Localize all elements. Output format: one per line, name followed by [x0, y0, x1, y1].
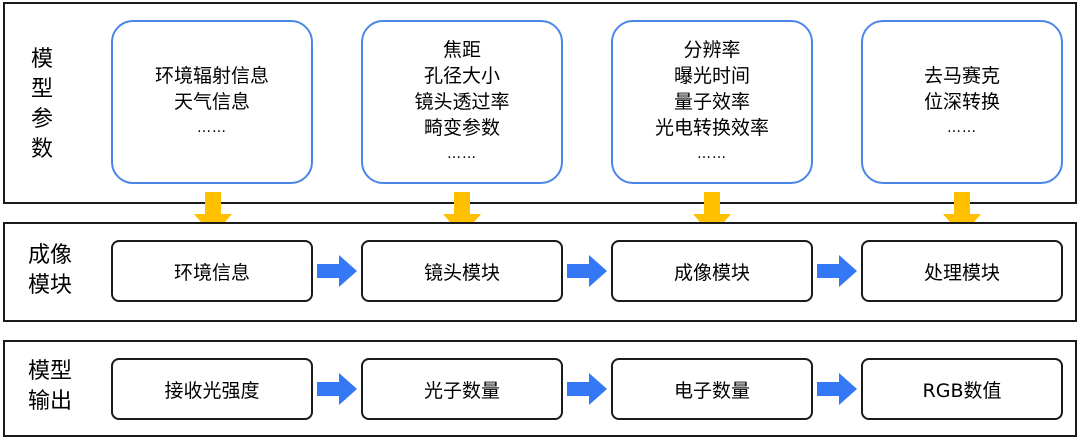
label-char: 模	[30, 47, 53, 72]
param-line: 天气信息	[173, 91, 250, 113]
param-line: 镜头透过率	[414, 91, 510, 113]
param-line: 光电转换效率	[654, 117, 769, 139]
param-ellipsis: ……	[197, 120, 227, 136]
output-light-intensity: 接收光强度	[111, 358, 313, 420]
param-line: 环境辐射信息	[154, 65, 269, 87]
environment-params-box: 环境辐射信息 天气信息 ……	[111, 20, 313, 184]
output-label: 接收光强度	[164, 379, 260, 402]
imaging-modules-label: 成像 模块	[14, 238, 86, 304]
param-line: 畸变参数	[423, 117, 500, 139]
processing-params-box: 去马赛克 位深转换 ……	[861, 20, 1063, 184]
param-line: 孔径大小	[423, 65, 500, 87]
param-line: 位深转换	[923, 91, 1000, 113]
output-photon-count: 光子数量	[361, 358, 563, 420]
right-arrow-icon	[317, 373, 357, 405]
module-label: 处理模块	[923, 261, 1000, 284]
module-lens: 镜头模块	[361, 240, 563, 302]
output-label: 电子数量	[673, 379, 750, 402]
output-rgb-values: RGB数值	[861, 358, 1063, 420]
label-line: 成像	[27, 243, 72, 268]
model-params-label: 模 型 参 数	[22, 40, 62, 170]
right-arrow-icon	[317, 255, 357, 287]
right-arrow-icon	[817, 255, 857, 287]
output-label: 光子数量	[423, 379, 500, 402]
param-line: 焦距	[442, 39, 481, 61]
param-line: 分辨率	[683, 39, 741, 61]
param-ellipsis: ……	[947, 120, 977, 136]
module-label: 镜头模块	[423, 261, 500, 284]
param-line: 曝光时间	[673, 65, 750, 87]
param-ellipsis: ……	[697, 146, 727, 162]
right-arrow-icon	[817, 373, 857, 405]
module-environment: 环境信息	[111, 240, 313, 302]
label-line: 模块	[27, 273, 72, 298]
sensor-params-box: 分辨率 曝光时间 量子效率 光电转换效率 ……	[611, 20, 813, 184]
module-label: 成像模块	[673, 261, 750, 284]
label-line: 输出	[27, 389, 72, 414]
output-electron-count: 电子数量	[611, 358, 813, 420]
module-processing: 处理模块	[861, 240, 1063, 302]
output-label: RGB数值	[922, 379, 1002, 402]
label-char: 数	[30, 137, 53, 162]
right-arrow-icon	[567, 373, 607, 405]
param-ellipsis: ……	[447, 146, 477, 162]
label-char: 参	[30, 107, 53, 132]
model-output-label: 模型 输出	[14, 354, 86, 420]
lens-params-box: 焦距 孔径大小 镜头透过率 畸变参数 ……	[361, 20, 563, 184]
module-imaging: 成像模块	[611, 240, 813, 302]
module-label: 环境信息	[173, 261, 250, 284]
label-line: 模型	[27, 359, 72, 384]
param-line: 去马赛克	[923, 65, 1000, 87]
param-line: 量子效率	[673, 91, 750, 113]
right-arrow-icon	[567, 255, 607, 287]
label-char: 型	[30, 77, 53, 102]
